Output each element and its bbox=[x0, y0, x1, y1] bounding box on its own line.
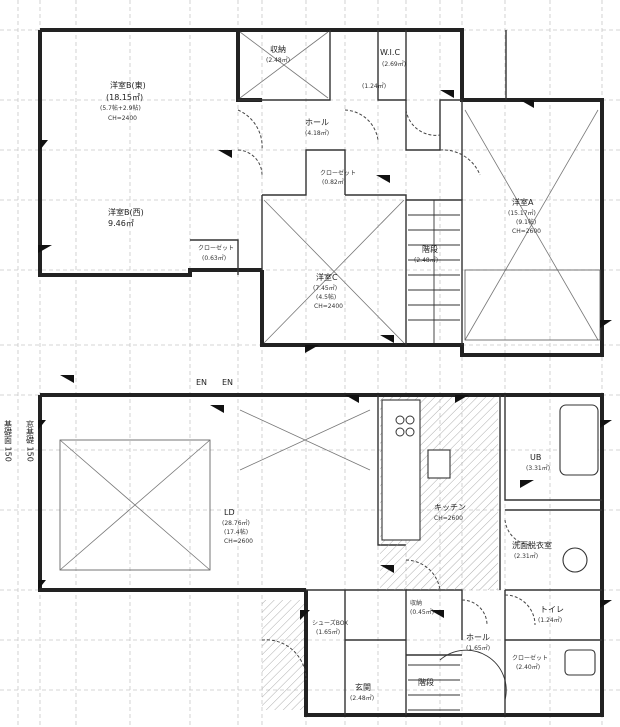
stairs-name: 階段 bbox=[418, 677, 434, 687]
foundation-note: 基礎面 150 bbox=[4, 419, 13, 462]
floor2-labels: 洋室B(東) (18.15㎡) (5.7帖+2.9帖) CH=2400 洋室B(… bbox=[100, 44, 541, 310]
bed-a-ch: CH=2600 bbox=[512, 228, 541, 235]
closet-left-area: (0.63㎡) bbox=[202, 254, 226, 262]
toilet-name: トイレ bbox=[540, 605, 564, 614]
storage-name: 収納 bbox=[410, 599, 422, 607]
bed-main-area: (18.15㎡) bbox=[106, 93, 143, 102]
closet-left-name: クローゼット bbox=[198, 244, 234, 252]
storage-area: (0.45㎡) bbox=[410, 608, 434, 616]
bed-c-cross bbox=[263, 199, 405, 344]
toilet2-area: (1.24㎡) bbox=[362, 82, 386, 90]
closet-top-name: 収納 bbox=[270, 44, 286, 54]
closet1-area: (2.40㎡) bbox=[516, 663, 540, 671]
floor2-doors bbox=[237, 109, 481, 176]
shoes-name: シューズBOX bbox=[312, 619, 348, 627]
ldk-detail: (17.4帖) bbox=[224, 528, 248, 536]
bath-area: (3.31㎡) bbox=[526, 464, 550, 472]
wic-name: W.I.C bbox=[380, 48, 400, 57]
wic-area: (2.69㎡) bbox=[382, 60, 406, 68]
bed-c-area: (7.45㎡) bbox=[313, 284, 337, 292]
stairs2-area: (2.48㎡) bbox=[414, 256, 438, 264]
floor1-wall-markers bbox=[38, 375, 612, 620]
shoes-area: (1.65㎡) bbox=[316, 628, 340, 636]
entry-mark-left: EN bbox=[196, 378, 207, 387]
ldk-area: (28.76㎡) bbox=[222, 519, 250, 527]
hall2-name: ホール bbox=[305, 118, 329, 127]
washroom-area: (2.31㎡) bbox=[514, 552, 538, 560]
entrance-porch bbox=[262, 600, 304, 710]
bed-west-area: 9.46㎡ bbox=[108, 219, 134, 228]
ldk-ch: CH=2600 bbox=[224, 538, 253, 545]
entry-mark-right: EN bbox=[222, 378, 233, 387]
hall2-area: (4.18㎡) bbox=[305, 129, 329, 137]
kitchen-ch: CH=2600 bbox=[434, 515, 463, 522]
floor1-stairs bbox=[408, 649, 507, 711]
hall-area: (1.65㎡) bbox=[466, 644, 490, 652]
bath-fixtures bbox=[559, 404, 599, 676]
bed-main-ch: CH=2400 bbox=[108, 115, 137, 122]
bed-a-detail: (9.1帖) bbox=[516, 218, 536, 226]
vertical-note: 窓基礎 150 bbox=[26, 419, 35, 462]
bed-c-detail: (4.5帖) bbox=[316, 293, 336, 301]
hall-name: ホール bbox=[466, 633, 490, 642]
floor2-stairs bbox=[408, 200, 460, 343]
closet1-name: クローゼット bbox=[512, 654, 548, 662]
floor1-doors bbox=[261, 519, 536, 681]
bed-a-area: (15.17㎡) bbox=[508, 209, 536, 217]
bed-c-name: 洋室C bbox=[316, 272, 338, 282]
floor2-walls bbox=[38, 28, 604, 357]
floor1-walls bbox=[38, 393, 604, 717]
floor2-wall-markers bbox=[38, 90, 612, 353]
entrance-area: (2.48㎡) bbox=[350, 694, 374, 702]
ld-ceiling bbox=[59, 409, 371, 571]
bed-west-name: 洋室B(西) bbox=[108, 207, 144, 217]
closet-small-area: (0.82㎡) bbox=[322, 178, 346, 186]
kitchen-name: キッチン bbox=[434, 503, 466, 512]
bed-a-cross bbox=[464, 109, 601, 341]
stairs2-name: 階段 bbox=[422, 244, 438, 254]
kitchen-counter bbox=[381, 399, 451, 541]
bed-a-name: 洋室A bbox=[512, 197, 534, 207]
closet-top-area: (2.48㎡) bbox=[266, 56, 290, 64]
closet-top-cross bbox=[239, 31, 329, 99]
toilet-area: (1.24㎡) bbox=[538, 616, 562, 624]
washroom-name: 洗面脱衣室 bbox=[512, 540, 552, 550]
entrance-name: 玄関 bbox=[355, 682, 371, 692]
closet-small-name: クローゼット bbox=[320, 169, 356, 177]
bed-c-ch: CH=2400 bbox=[314, 303, 343, 310]
bed-main-name: 洋室B(東) bbox=[110, 80, 146, 90]
bed-main-detail: (5.7帖+2.9帖) bbox=[100, 104, 141, 112]
bath-name: UB bbox=[530, 453, 541, 462]
ldk-name: LD bbox=[224, 508, 235, 517]
floor1-labels: LD (28.76㎡) (17.4帖) CH=2600 キッチン CH=2600… bbox=[4, 378, 565, 702]
